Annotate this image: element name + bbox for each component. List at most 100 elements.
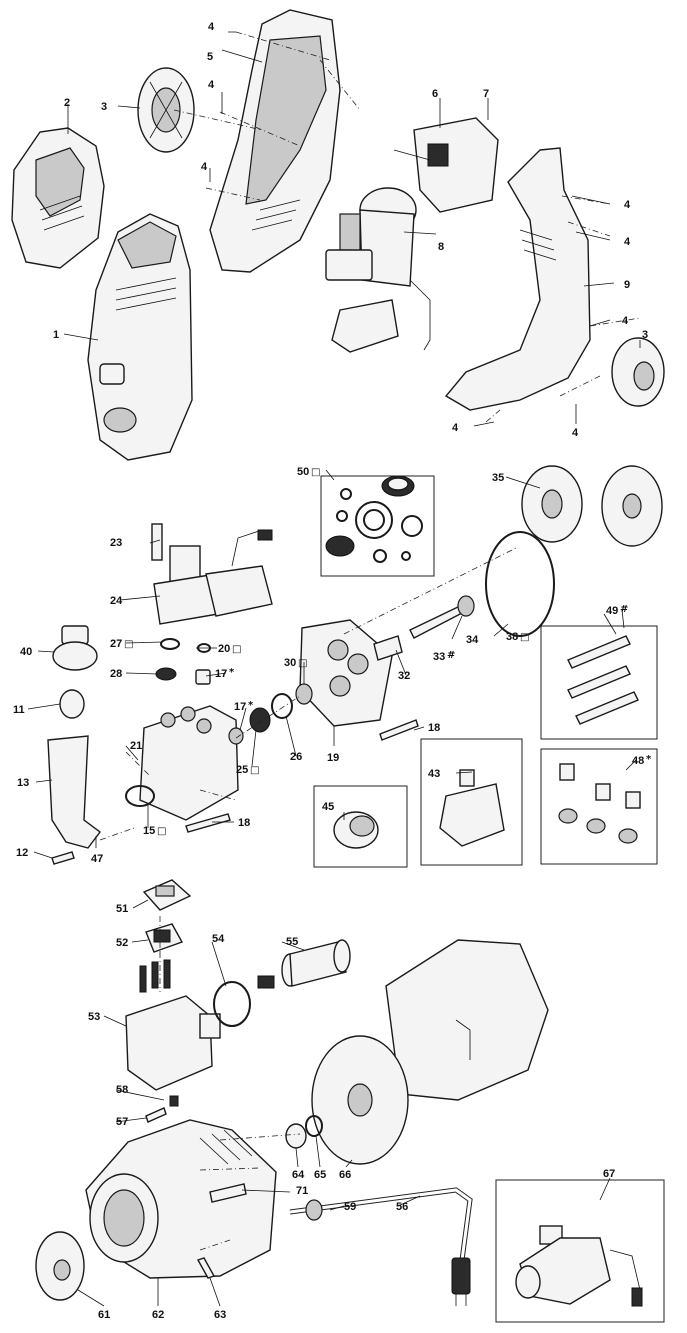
label-17: 17 — [234, 701, 246, 713]
label-61: 61 — [98, 1309, 110, 1321]
label-30-symbol: □ — [298, 658, 307, 669]
part-19-pump-housing — [299, 619, 393, 727]
part-54-wire-loop — [213, 975, 275, 1027]
label-4: 4 — [201, 161, 208, 173]
part-49-lance-kit-box — [540, 625, 658, 740]
label-34: 34 — [466, 634, 479, 646]
part-58-clip — [169, 1095, 179, 1107]
label-55: 55 — [286, 936, 298, 948]
label-49: 49 — [606, 605, 618, 617]
label-21: 21 — [130, 740, 142, 752]
label-4: 4 — [208, 21, 215, 33]
label-33-symbol: # — [447, 650, 455, 661]
part-53-capacitor-box — [125, 959, 221, 1091]
part-63-screw — [196, 1257, 216, 1279]
label-12: 12 — [16, 847, 28, 859]
assembly-line — [159, 916, 301, 1251]
label-4: 4 — [452, 422, 459, 434]
part-13-elbow-pipe — [47, 735, 101, 849]
label-38: 38 — [506, 631, 518, 643]
label-18: 18 — [238, 817, 250, 829]
part-motor-shroud — [385, 939, 549, 1101]
label-27: 27 — [110, 638, 122, 650]
part-55-capacitor — [281, 939, 351, 987]
part-43-pump-assembly-box — [420, 738, 523, 866]
label-59: 59 — [344, 1201, 356, 1213]
label-1: 1 — [53, 329, 59, 341]
label-17-symbol: * — [248, 700, 254, 711]
label-53: 53 — [88, 1011, 100, 1023]
label-4: 4 — [624, 199, 631, 211]
label-5: 5 — [207, 51, 213, 63]
part-9-housing-half — [444, 147, 591, 411]
label-52: 52 — [116, 937, 128, 949]
part-17-valve-a — [195, 669, 211, 685]
part-50-seal-kit-box — [320, 475, 435, 577]
part-3-wheel-left — [137, 67, 195, 153]
label-3: 3 — [642, 329, 648, 341]
part-11-filter — [59, 689, 85, 719]
part-12-screw — [51, 851, 75, 865]
label-2: 2 — [64, 97, 70, 109]
part-18-bolt-b — [185, 813, 231, 833]
label-40: 40 — [20, 646, 32, 658]
part-66-fan — [311, 1035, 409, 1165]
part-26-washer — [271, 693, 293, 719]
label-20-symbol: □ — [232, 644, 241, 655]
label-51: 51 — [116, 903, 128, 915]
label-32: 32 — [398, 670, 410, 682]
label-4: 4 — [624, 236, 631, 248]
label-35: 35 — [492, 472, 504, 484]
label-26: 26 — [290, 751, 302, 763]
label-9: 9 — [624, 279, 630, 291]
label-23: 23 — [110, 537, 122, 549]
part-56-power-cord — [289, 1187, 473, 1306]
label-18: 18 — [428, 722, 440, 734]
label-47: 47 — [91, 853, 103, 865]
part-8-motor-pump — [325, 187, 431, 353]
label-38-symbol: □ — [520, 632, 529, 643]
part-48-nozzle-kit-box — [540, 748, 658, 865]
part-2-cover — [11, 127, 105, 269]
label-20: 20 — [218, 643, 230, 655]
label-6: 6 — [432, 88, 438, 100]
part-40-tap-connector — [52, 625, 98, 671]
part-67-motor-assembly-box — [495, 1179, 665, 1323]
part-1-front-housing — [87, 213, 193, 461]
part-labels: 4 5 4 3 2 4 6 7 8 9 1 4 4 4 3 4 4 50 □ 3… — [13, 21, 652, 1321]
part-5-housing-half — [209, 9, 341, 273]
part-27-o-ring — [160, 638, 180, 650]
label-48: 48 — [632, 755, 644, 767]
label-7: 7 — [483, 88, 489, 100]
label-65: 65 — [314, 1169, 326, 1181]
part-61-pulley — [35, 1231, 85, 1301]
label-11: 11 — [13, 704, 25, 716]
label-25-symbol: □ — [250, 765, 259, 776]
part-21-pump-head — [125, 705, 239, 821]
label-4: 4 — [572, 427, 579, 439]
part-51-switch-cover — [142, 879, 192, 911]
label-17-symbol: * — [229, 667, 235, 678]
part-18-bolt-a — [379, 719, 419, 741]
label-24: 24 — [110, 595, 123, 607]
label-8: 8 — [438, 241, 444, 253]
label-66: 66 — [339, 1169, 351, 1181]
label-3: 3 — [101, 101, 107, 113]
label-50: 50 — [297, 466, 309, 478]
part-57-screw — [145, 1107, 167, 1123]
label-19: 19 — [327, 752, 339, 764]
part-6-7-bracket-plate — [393, 117, 499, 213]
label-28: 28 — [110, 668, 122, 680]
part-35-pulley — [521, 465, 663, 547]
label-62: 62 — [152, 1309, 164, 1321]
part-25-seal — [249, 707, 271, 733]
label-50-symbol: □ — [311, 467, 320, 478]
part-33-piston — [409, 595, 475, 639]
label-48-symbol: * — [646, 754, 652, 765]
part-17-valve-b — [228, 727, 244, 745]
label-30: 30 — [284, 657, 296, 669]
label-54: 54 — [212, 933, 225, 945]
label-43: 43 — [428, 768, 440, 780]
part-28-seal — [155, 667, 177, 681]
